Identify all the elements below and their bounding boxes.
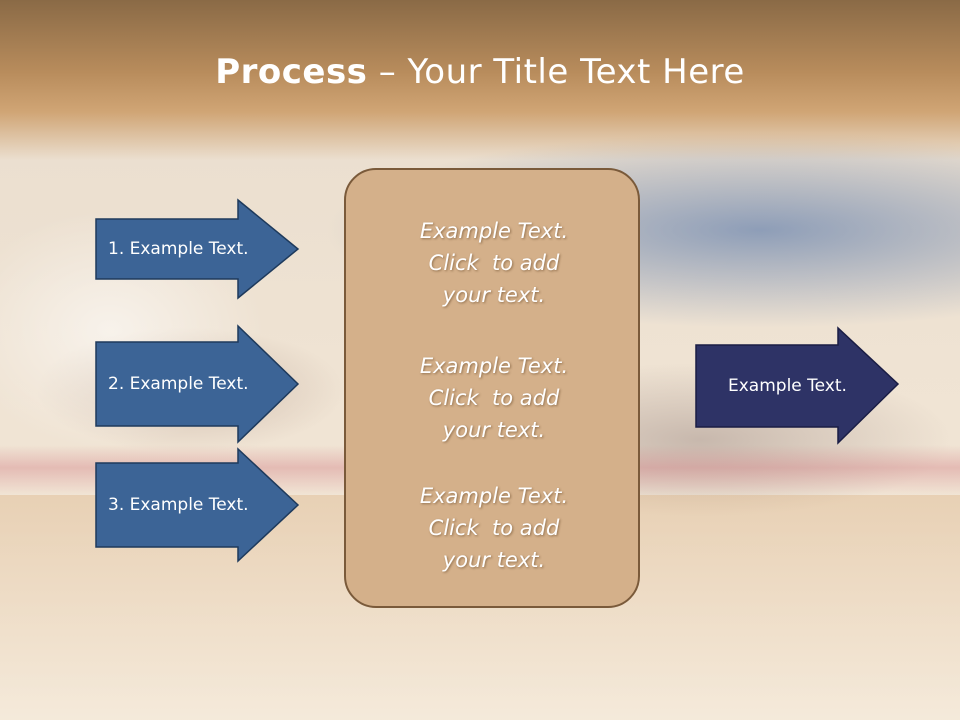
paragraph-3-line-2: Click to add xyxy=(428,516,560,540)
paragraph-1-line-2: Click to add xyxy=(428,251,560,275)
step-label-1: 1. Example Text. xyxy=(108,239,249,259)
paragraph-1-line-1: Example Text. xyxy=(419,219,569,243)
paragraph-3-line-1: Example Text. xyxy=(419,484,569,508)
step-arrow-1-shape xyxy=(95,198,300,300)
result-arrow-shape xyxy=(695,326,900,445)
paragraph-2-line-1: Example Text. xyxy=(419,354,569,378)
title-bold: Process xyxy=(215,52,368,92)
center-text-box[interactable]: Example Text. Click to add your text. Ex… xyxy=(344,168,640,608)
paragraph-2-line-3: your text. xyxy=(442,418,546,442)
paragraph-1-line-3: your text. xyxy=(442,283,546,307)
step-arrow-1[interactable]: 1. Example Text. xyxy=(95,198,300,300)
step-arrow-3-shape xyxy=(95,447,300,563)
title-band xyxy=(0,0,960,160)
step-arrow-3[interactable]: 3. Example Text. xyxy=(95,447,300,563)
center-paragraph-3: Example Text. Click to add your text. xyxy=(346,480,642,576)
paragraph-2-line-2: Click to add xyxy=(428,386,560,410)
center-paragraph-1: Example Text. Click to add your text. xyxy=(346,215,642,311)
slide-title[interactable]: Process – Your Title Text Here xyxy=(0,52,960,92)
title-rest: – Your Title Text Here xyxy=(367,52,745,92)
result-arrow[interactable]: Example Text. xyxy=(695,326,900,445)
step-arrow-2-shape xyxy=(95,324,300,444)
step-label-2: 2. Example Text. xyxy=(108,374,249,394)
center-paragraph-2: Example Text. Click to add your text. xyxy=(346,350,642,446)
paragraph-3-line-3: your text. xyxy=(442,548,546,572)
step-arrow-2[interactable]: 2. Example Text. xyxy=(95,324,300,444)
result-label: Example Text. xyxy=(728,376,847,396)
step-label-3: 3. Example Text. xyxy=(108,495,249,515)
